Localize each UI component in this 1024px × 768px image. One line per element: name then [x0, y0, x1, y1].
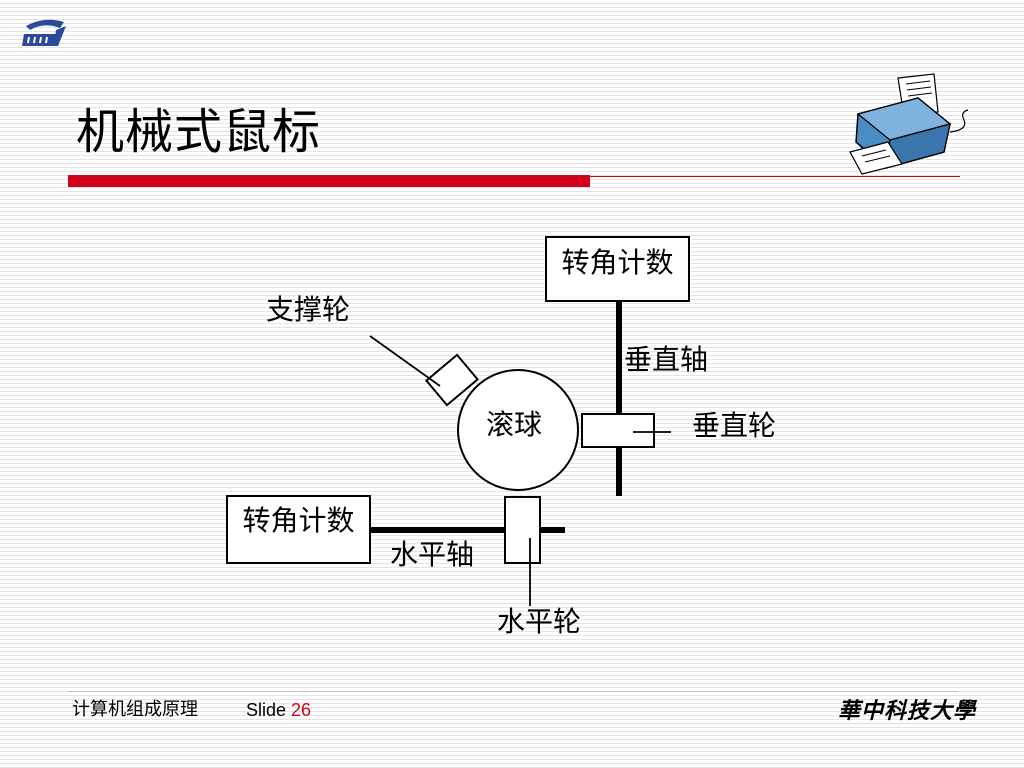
horizontal-wheel-label: 水平轮	[497, 605, 582, 638]
vertical-axis-label: 垂直轴	[624, 343, 709, 376]
support-wheel-label: 支撑轮	[266, 293, 351, 326]
footer-school-name: 華中科技大學	[838, 698, 977, 724]
footer-slide-word: Slide	[246, 700, 287, 720]
footer-course-name: 计算机组成原理	[72, 699, 198, 720]
support-wheel-leader	[369, 335, 441, 387]
counter-box-top	[545, 236, 690, 302]
horizontal-axis-label: 水平轴	[390, 538, 475, 571]
counter-top-label: 转角计数	[561, 246, 674, 279]
horizontal-wheel	[504, 496, 541, 564]
ball-circle	[457, 369, 579, 491]
vertical-wheel-label: 垂直轮	[692, 409, 777, 442]
title-underline-thin	[590, 176, 960, 177]
counter-left-label: 转角计数	[242, 504, 355, 537]
vertical-wheel	[581, 413, 655, 448]
printer-icon	[849, 73, 969, 175]
title-underline-bar	[68, 175, 590, 187]
counter-box-left	[226, 495, 371, 564]
footer-divider	[68, 691, 958, 692]
ball-label: 滚球	[486, 408, 543, 441]
footer-slide-number: 26	[291, 700, 312, 720]
university-logo-icon	[22, 19, 66, 46]
page-title: 机械式鼠标	[76, 104, 322, 160]
footer-slide-indicator: Slide 26	[246, 698, 311, 722]
support-wheel	[424, 353, 480, 407]
